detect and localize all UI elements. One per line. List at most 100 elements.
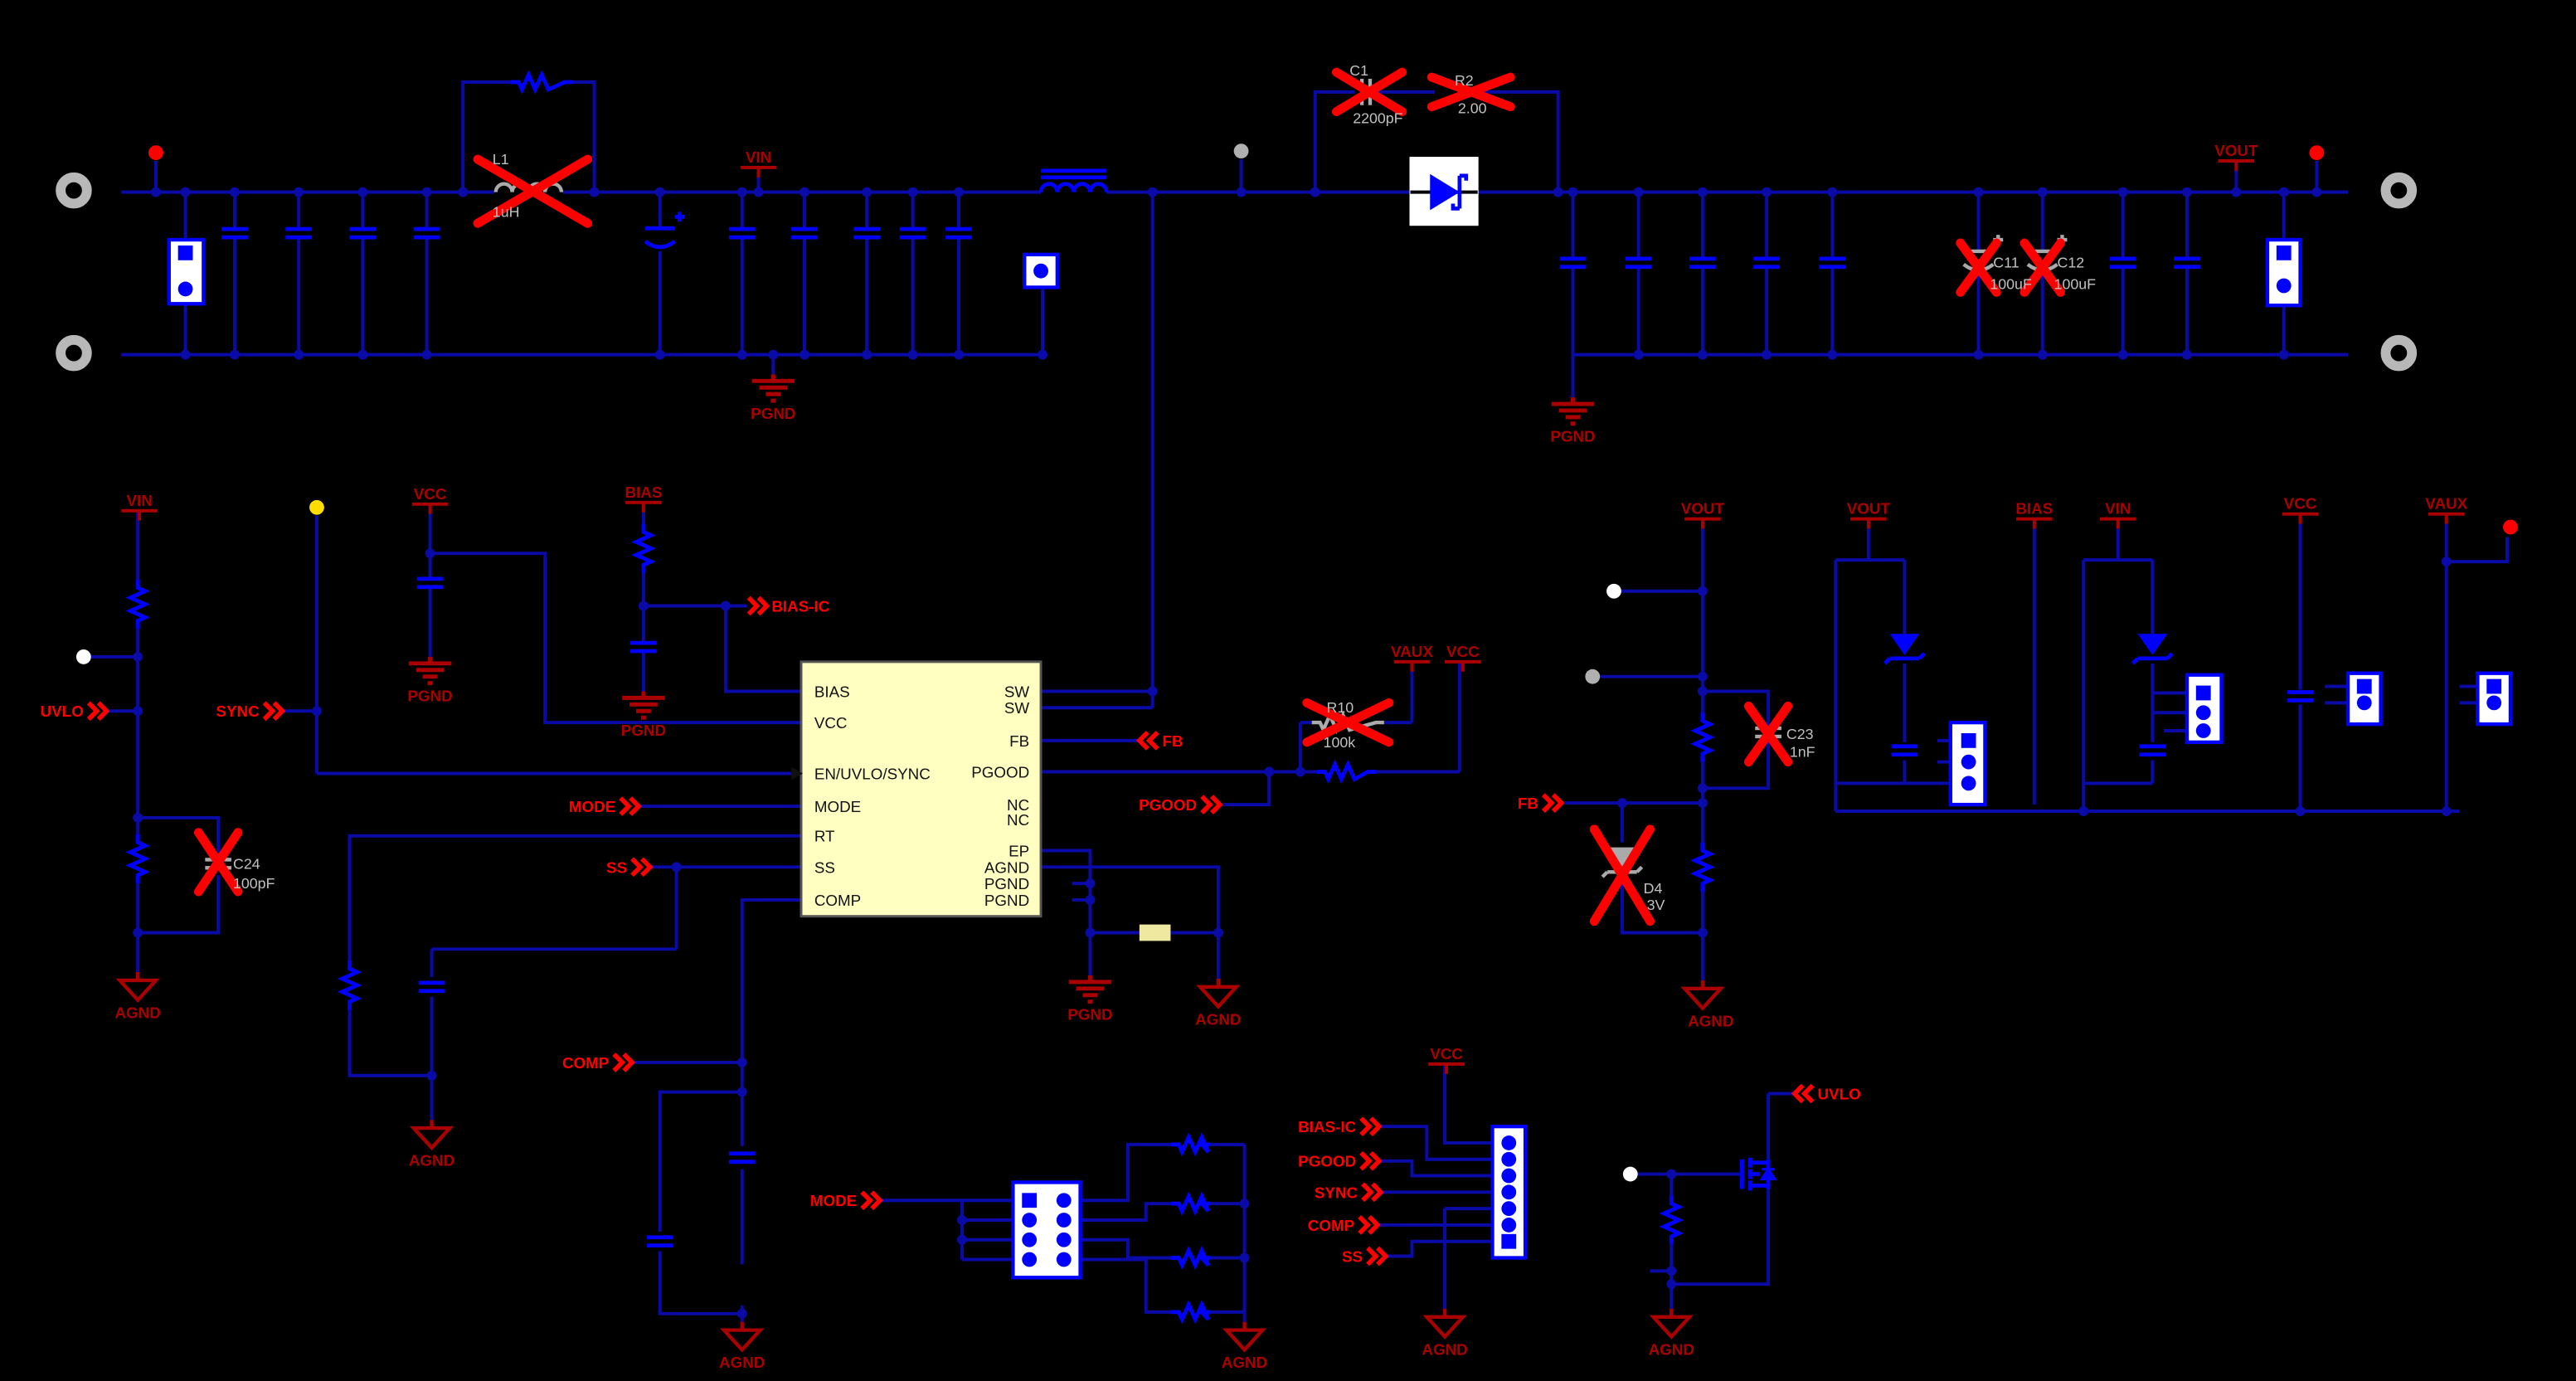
- net-port-label[interactable]: SS: [606, 858, 627, 876]
- net-tie[interactable]: [1139, 924, 1171, 941]
- net-port-label[interactable]: FB: [1518, 795, 1538, 812]
- resistor[interactable]: [1659, 1195, 1684, 1245]
- net-port-label[interactable]: BIAS-IC: [1298, 1118, 1356, 1135]
- port-chevron-icon[interactable]: [86, 701, 110, 722]
- test-point[interactable]: [148, 145, 163, 161]
- test-point[interactable]: [2309, 145, 2325, 161]
- net-port-label[interactable]: COMP: [562, 1054, 609, 1072]
- zener-diode[interactable]: [1607, 847, 1637, 869]
- zener-diode[interactable]: [2137, 634, 2168, 655]
- junction-dot: [1567, 187, 1578, 197]
- capacitor[interactable]: [2174, 256, 2200, 270]
- resistor[interactable]: [1316, 759, 1376, 785]
- test-point[interactable]: [1233, 143, 1249, 159]
- resistor[interactable]: [337, 960, 362, 1010]
- test-point[interactable]: [2503, 519, 2518, 535]
- ic-body[interactable]: [800, 660, 1043, 918]
- capacitor[interactable]: [945, 226, 972, 240]
- port-chevron-icon[interactable]: [1358, 1215, 1381, 1235]
- capacitor[interactable]: [728, 1151, 756, 1165]
- resistor[interactable]: [125, 579, 150, 630]
- banana-terminal[interactable]: [56, 172, 92, 209]
- port-chevron-icon[interactable]: [630, 857, 654, 878]
- resistor[interactable]: [1170, 1245, 1211, 1271]
- port-chevron-icon[interactable]: [746, 596, 770, 616]
- net-port-label[interactable]: COMP: [1308, 1217, 1354, 1234]
- test-point[interactable]: [1622, 1166, 1638, 1182]
- test-point[interactable]: [75, 649, 91, 664]
- mosfet[interactable]: [1740, 1157, 1771, 1191]
- capacitor[interactable]: [630, 640, 657, 654]
- net-port-label[interactable]: SS: [1342, 1247, 1363, 1265]
- port-chevron-icon[interactable]: [1541, 793, 1565, 813]
- net-port-label[interactable]: BIAS-IC: [771, 597, 829, 615]
- capacitor[interactable]: [1559, 256, 1587, 270]
- capacitor[interactable]: [349, 226, 377, 240]
- capacitor[interactable]: [728, 226, 756, 240]
- resistor[interactable]: [1170, 1132, 1211, 1157]
- power-flag-label: VOUT: [1847, 500, 1891, 518]
- capacitor[interactable]: [1625, 256, 1652, 270]
- capacitor[interactable]: [2287, 690, 2314, 703]
- port-chevron-icon[interactable]: [1361, 1182, 1384, 1203]
- banana-terminal[interactable]: [2380, 334, 2418, 372]
- zener-diode[interactable]: [1889, 634, 1920, 655]
- test-point[interactable]: [309, 499, 324, 515]
- banana-terminal[interactable]: [56, 334, 92, 372]
- capacitor[interactable]: [899, 226, 926, 240]
- capacitor[interactable]: [2109, 256, 2136, 270]
- capacitor[interactable]: [1689, 256, 1716, 270]
- port-chevron-icon[interactable]: [1359, 1116, 1383, 1136]
- port-chevron-icon[interactable]: [1359, 1150, 1383, 1171]
- dnp-x-mark: [2019, 238, 2065, 297]
- capacitor[interactable]: [418, 980, 445, 994]
- capacitor[interactable]: [646, 1235, 673, 1248]
- capacitor[interactable]: [1819, 256, 1846, 270]
- polarized-capacitor[interactable]: [644, 226, 677, 250]
- capacitor[interactable]: [416, 576, 444, 590]
- resistor[interactable]: [631, 523, 656, 573]
- capacitor[interactable]: [413, 226, 440, 240]
- inductor[interactable]: [1038, 182, 1109, 192]
- net-port-label[interactable]: PGOOD: [1139, 796, 1197, 814]
- ic-symbol[interactable]: BIASVCCEN/UVLO/SYNCMODERTSSCOMPSWSWFBPGO…: [791, 660, 1043, 918]
- resistor[interactable]: [1690, 712, 1715, 762]
- net-port-label[interactable]: SYNC: [1315, 1184, 1358, 1201]
- port-chevron-icon[interactable]: [619, 796, 642, 816]
- capacitor[interactable]: [853, 226, 881, 240]
- net-port-label[interactable]: MODE: [810, 1192, 857, 1209]
- port-chevron-icon[interactable]: [1135, 731, 1159, 751]
- capacitor[interactable]: [221, 226, 248, 240]
- net-port-label[interactable]: FB: [1163, 732, 1184, 750]
- component-ref-label: C1: [1349, 62, 1368, 79]
- capacitor[interactable]: [285, 226, 313, 240]
- test-point[interactable]: [1606, 583, 1621, 599]
- net-port-label[interactable]: MODE: [569, 798, 615, 815]
- capacitor[interactable]: [1891, 744, 1918, 757]
- resistor[interactable]: [1170, 1300, 1211, 1325]
- test-point[interactable]: [1585, 669, 1601, 684]
- banana-terminal[interactable]: [2380, 172, 2418, 209]
- resistor[interactable]: [125, 834, 150, 884]
- net-port-label[interactable]: UVLO: [1817, 1085, 1860, 1102]
- resistor[interactable]: [1690, 842, 1715, 892]
- pgnd-symbol: [1068, 975, 1112, 1004]
- resistor[interactable]: [510, 70, 573, 95]
- port-chevron-icon[interactable]: [1366, 1246, 1389, 1267]
- port-chevron-icon[interactable]: [1200, 795, 1223, 814]
- port-chevron-icon[interactable]: [612, 1053, 635, 1072]
- port-chevron-icon[interactable]: [1791, 1083, 1815, 1104]
- connector-pin-square: [1501, 1233, 1517, 1249]
- resistor[interactable]: [1170, 1191, 1211, 1216]
- port-chevron-icon[interactable]: [860, 1190, 883, 1211]
- port-chevron-icon[interactable]: [262, 701, 286, 722]
- connector[interactable]: [1948, 720, 1987, 807]
- net-port-label[interactable]: SYNC: [216, 703, 260, 720]
- junction-dot: [1553, 187, 1563, 197]
- net-port-label[interactable]: PGOOD: [1298, 1153, 1356, 1170]
- capacitor[interactable]: [2139, 744, 2166, 757]
- capacitor[interactable]: [1753, 256, 1780, 270]
- capacitor[interactable]: [791, 226, 818, 240]
- net-port-label[interactable]: UVLO: [41, 703, 84, 720]
